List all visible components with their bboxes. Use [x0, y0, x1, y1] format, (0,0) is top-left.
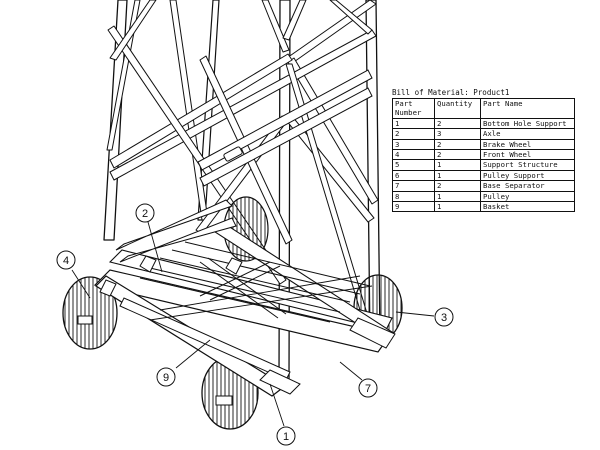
part-number: 4 [392, 149, 435, 161]
quantity: 2 [434, 149, 481, 161]
bom-header-row: Part Number Quantity Part Name [392, 98, 575, 119]
header-quantity: Quantity [434, 98, 481, 119]
part-name: Basket [480, 201, 575, 213]
bill-of-material: Bill of Material: Product1 Part Number Q… [392, 88, 575, 213]
part-name: Bottom Hole Support [480, 117, 575, 130]
quantity: 1 [434, 159, 481, 171]
part-name: Pulley [480, 190, 575, 203]
balloon-1-label: 1 [283, 431, 289, 443]
part-number: 3 [392, 138, 435, 151]
part-number: 1 [392, 117, 435, 130]
part-name: Axle [480, 128, 575, 140]
part-name: Front Wheel [480, 149, 575, 161]
part-name: Pulley Support [480, 169, 575, 182]
balloon-4-label: 4 [63, 255, 69, 267]
header-part-name: Part Name [480, 98, 575, 119]
quantity: 3 [434, 128, 481, 140]
part-number: 2 [392, 128, 435, 140]
part-number: 5 [392, 159, 435, 171]
balloon-3: 3 [434, 307, 454, 327]
bom-title: Bill of Material: Product1 [392, 88, 510, 97]
quantity: 1 [434, 201, 481, 213]
balloon-2-label: 2 [142, 208, 148, 220]
part-name: Base Separator [480, 180, 575, 192]
balloon-7-label: 7 [365, 383, 371, 395]
part-name: Brake Wheel [480, 138, 575, 151]
pulley-support [197, 69, 373, 187]
quantity: 1 [434, 190, 481, 203]
balloon-3-label: 3 [441, 312, 447, 324]
quantity: 2 [434, 180, 481, 192]
header-part-number: Part Number [392, 98, 435, 119]
part-number: 8 [392, 190, 435, 203]
quantity: 1 [434, 169, 481, 182]
balloon-7: 7 [358, 378, 378, 398]
leader-lines [71, 221, 435, 427]
part-name: Support Structure [480, 159, 575, 171]
balloon-1: 1 [276, 426, 296, 446]
basket [93, 199, 396, 397]
part-number: 9 [392, 201, 435, 213]
balloon-4: 4 [56, 250, 76, 270]
balloon-2: 2 [135, 203, 155, 223]
balloon-9: 9 [156, 367, 176, 387]
part-number: 6 [392, 169, 435, 182]
front-wheel-left [62, 276, 118, 350]
quantity: 2 [434, 138, 481, 151]
quantity: 2 [434, 117, 481, 130]
balloon-9-label: 9 [163, 372, 169, 384]
part-number: 7 [392, 180, 435, 192]
